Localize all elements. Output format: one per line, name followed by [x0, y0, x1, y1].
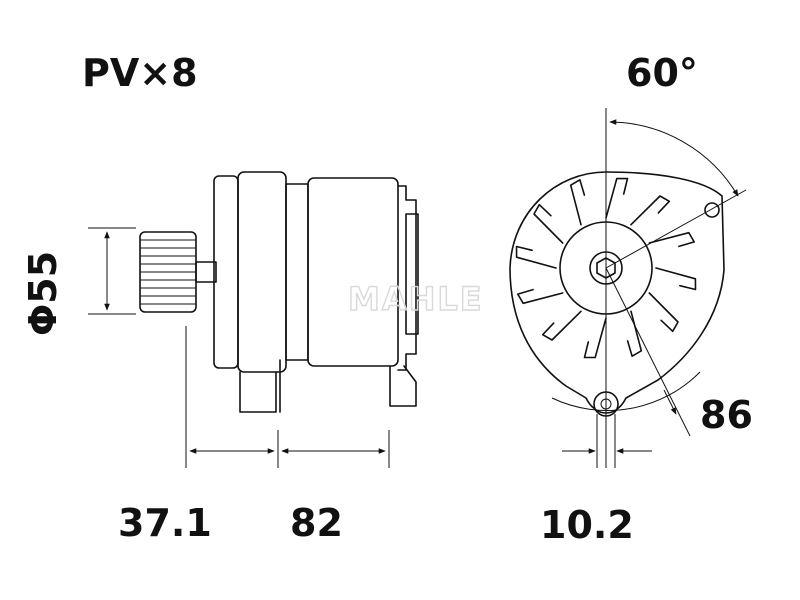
fan-blade: [630, 195, 671, 226]
pulley: [139, 231, 217, 313]
length-dimensions: [185, 326, 390, 468]
fan-blade: [583, 317, 607, 359]
mahle-watermark: MAHLE: [348, 280, 484, 318]
fan-blade: [626, 310, 643, 357]
dim-right-label: 10.2: [540, 503, 634, 547]
front-housing: [213, 171, 287, 413]
fan-blade: [605, 177, 629, 219]
fan-blade: [648, 231, 695, 248]
belt-label: PV×8: [82, 51, 198, 95]
fan-blade: [533, 203, 564, 244]
fan-blade: [655, 267, 697, 291]
radius-label: 86: [700, 393, 753, 437]
width-dimension: [562, 414, 652, 468]
front-housing-outline: [509, 171, 725, 414]
stator-body: [279, 177, 417, 413]
front-view: [509, 108, 747, 468]
mounting-lugs: [593, 202, 720, 417]
fan-blade: [517, 288, 564, 305]
hub: [559, 221, 653, 315]
dim-mid-label: 82: [290, 501, 343, 545]
rear-housing: [397, 185, 419, 371]
fan-blade: [569, 179, 586, 226]
diameter-label: Φ55: [21, 251, 65, 336]
angle-label: 60°: [626, 51, 698, 95]
side-view: [88, 171, 419, 468]
fan-blade: [648, 292, 679, 333]
radius-dimension: [551, 267, 701, 437]
dim-left-label: 37.1: [118, 501, 212, 545]
fan-blade: [541, 310, 582, 341]
cooling-fan: [515, 177, 697, 359]
diameter-dimension: [88, 227, 136, 315]
fan-blade: [515, 245, 557, 269]
